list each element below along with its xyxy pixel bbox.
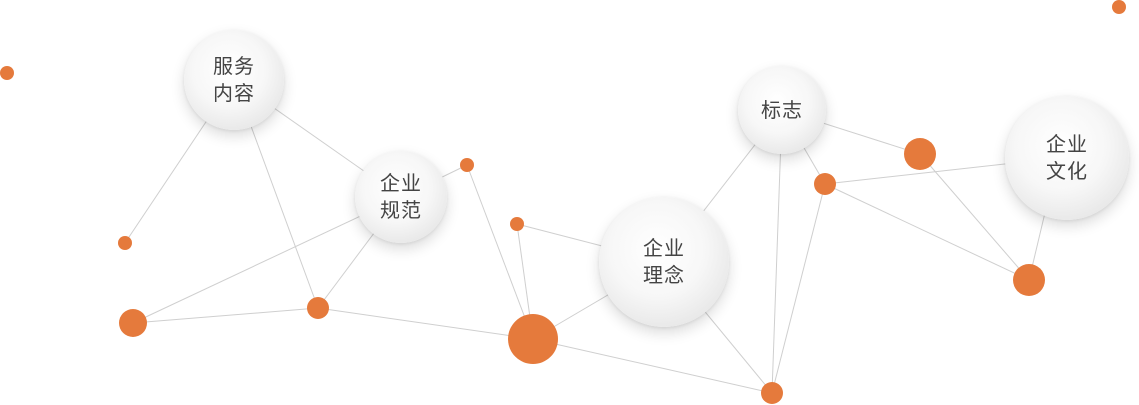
bubble-service-content[interactable]: 服务 内容 (184, 30, 284, 130)
bubble-logo[interactable]: 标志 (738, 66, 826, 154)
connection-lines (124, 79, 1059, 394)
connection-line (132, 196, 402, 324)
connection-line (317, 307, 534, 340)
network-dot (118, 236, 132, 250)
network-dot (904, 138, 936, 170)
network-dot (814, 173, 836, 195)
network-dot (510, 217, 524, 231)
network-dot (460, 158, 474, 172)
network-dot (1112, 0, 1126, 14)
bubble-enterprise-culture[interactable]: 企业 文化 (1005, 96, 1129, 220)
bubble-label: 企业 文化 (1046, 132, 1088, 183)
connection-line (771, 183, 826, 394)
connection-line (132, 307, 319, 324)
network-dot (1013, 264, 1045, 296)
connection-line (466, 164, 534, 340)
bubble-enterprise-philosophy[interactable]: 企业 理念 (599, 197, 729, 327)
network-dot (119, 309, 147, 337)
network-dot (0, 66, 14, 80)
bubble-label: 企业 规范 (380, 171, 422, 222)
bubble-enterprise-norms[interactable]: 企业 规范 (355, 151, 447, 243)
network-dot (508, 314, 558, 364)
bubble-label: 标志 (761, 97, 803, 122)
connection-line (919, 153, 1030, 281)
bubble-label: 企业 理念 (643, 236, 685, 287)
network-dot (761, 382, 783, 404)
network-dot (307, 297, 329, 319)
connection-line (824, 183, 1030, 281)
connection-line (532, 338, 773, 394)
bubble-label: 服务 内容 (213, 54, 255, 105)
connection-line (771, 109, 783, 394)
